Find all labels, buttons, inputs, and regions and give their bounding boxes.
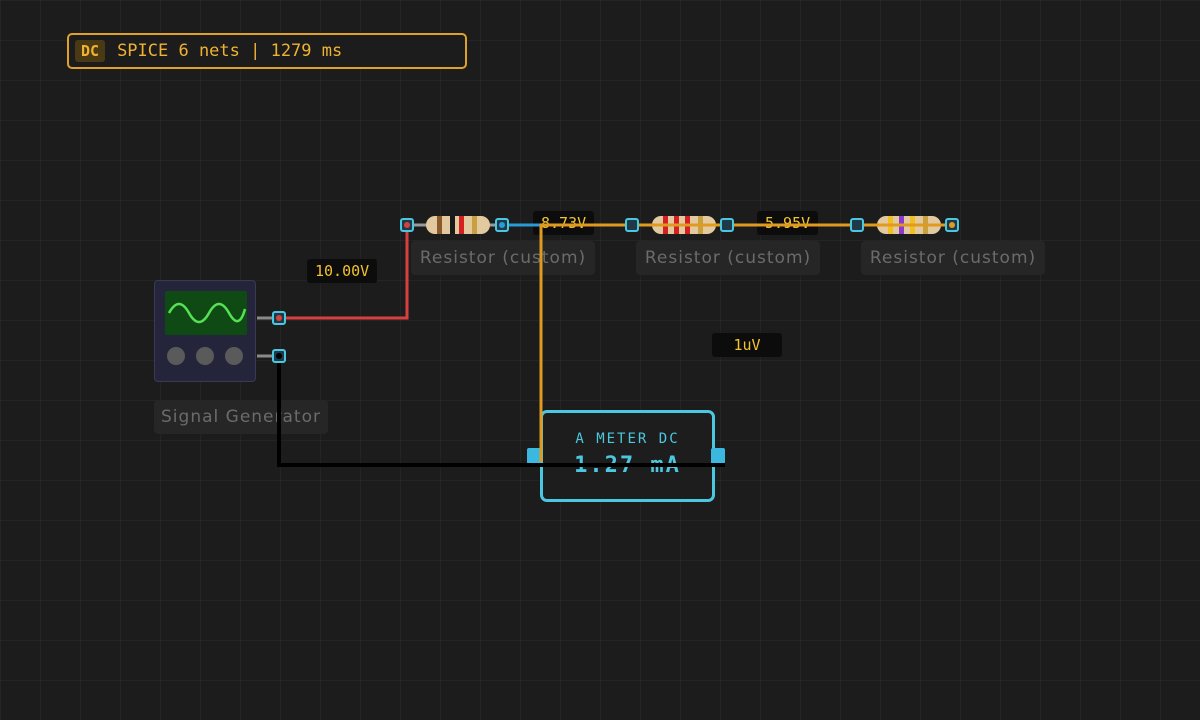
voltage-label-node1: 10.00V: [307, 259, 378, 283]
generator-knob[interactable]: [196, 347, 214, 365]
wire-red[interactable]: [279, 225, 409, 320]
resistor-1-pin-right[interactable]: [495, 218, 509, 232]
resistor-2-pin-left[interactable]: [625, 218, 639, 232]
resistor-3-pin-left[interactable]: [850, 218, 864, 232]
generator-screen: [165, 291, 247, 335]
status-bar: DC SPICE 6 nets | 1279 ms: [67, 33, 467, 69]
mode-badge: DC: [75, 40, 106, 62]
signal-generator[interactable]: [154, 280, 256, 382]
resistor-1-label: Resistor (custom): [411, 241, 595, 275]
ammeter-pin-left[interactable]: [527, 448, 541, 464]
resistor-3-label: Resistor (custom): [861, 241, 1045, 275]
ammeter-title: A METER DC: [575, 431, 680, 447]
sine-wave-icon: [167, 302, 247, 324]
generator-pin-negative[interactable]: [272, 349, 286, 363]
ammeter-pin-right[interactable]: [711, 448, 725, 464]
voltage-label-node4: 1uV: [712, 333, 782, 357]
status-text: SPICE 6 nets | 1279 ms: [117, 41, 343, 61]
wire-orange[interactable]: [539, 223, 951, 462]
wire-black[interactable]: [277, 356, 725, 467]
resistor-1-pin-left[interactable]: [400, 218, 414, 232]
resistor-2-label: Resistor (custom): [636, 241, 820, 275]
generator-knob[interactable]: [167, 347, 185, 365]
generator-knob[interactable]: [225, 347, 243, 365]
resistor-3-pin-right[interactable]: [945, 218, 959, 232]
generator-pin-positive[interactable]: [272, 311, 286, 325]
resistor-2-pin-right[interactable]: [720, 218, 734, 232]
voltage-label-node3: 5.95V: [757, 211, 819, 235]
voltage-label-node2: 8.73V: [533, 211, 595, 235]
resistor-1[interactable]: [414, 216, 495, 234]
